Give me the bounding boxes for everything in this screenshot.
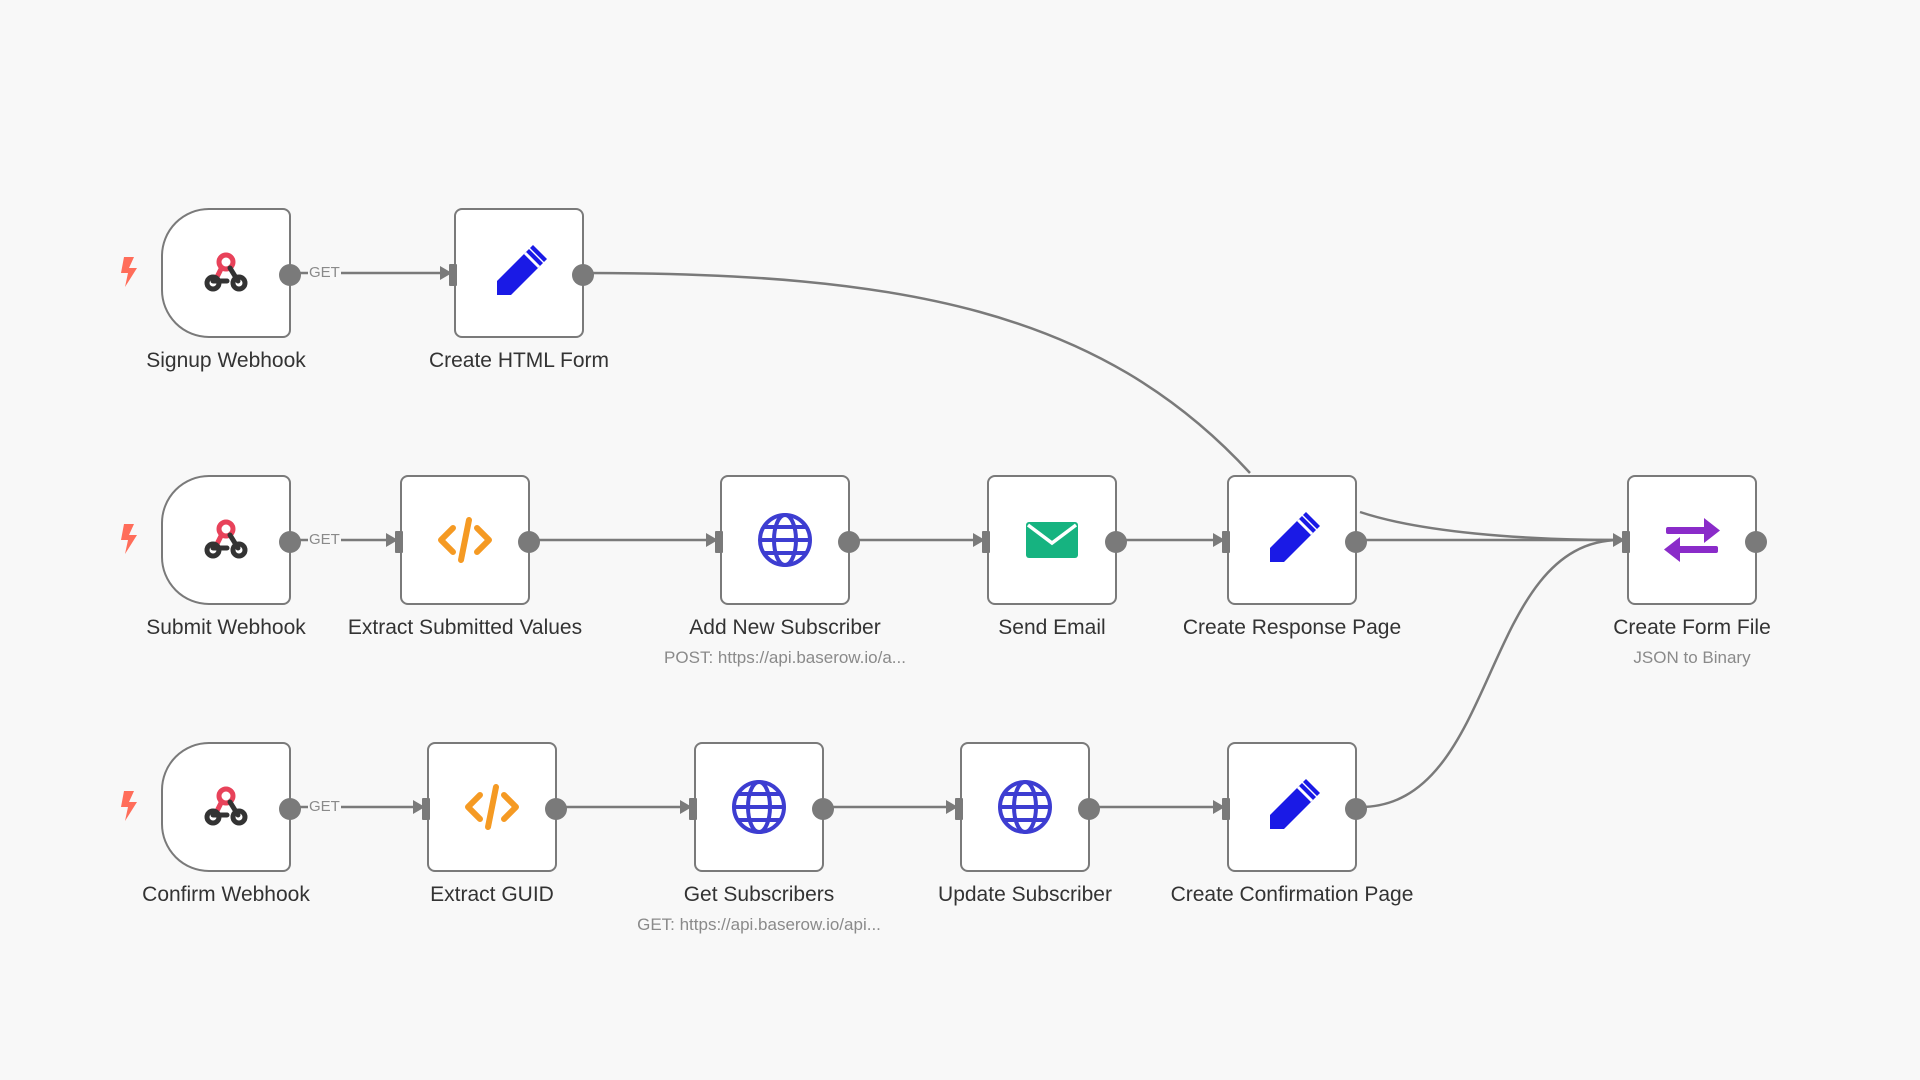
node-update-subscriber[interactable] [955, 742, 1100, 872]
input-port[interactable] [422, 798, 430, 820]
globe-icon [753, 508, 817, 572]
wire-confirmation-page-to-form-file [1359, 538, 1621, 809]
input-port[interactable] [1222, 798, 1230, 820]
pencil-icon [487, 241, 551, 305]
output-port[interactable] [812, 798, 834, 820]
node-label: Create HTML Form [428, 349, 610, 372]
node-label: Signup Webhook [146, 349, 306, 372]
node-label: Confirm Webhook [142, 883, 310, 906]
input-port[interactable] [1222, 531, 1230, 553]
node-label: Extract Submitted Values [347, 616, 583, 639]
node-add-new-subscriber[interactable] [715, 475, 860, 605]
envelope-icon [1020, 508, 1084, 572]
arrowhead [946, 800, 958, 814]
node-extract-guid[interactable] [422, 742, 567, 872]
output-port[interactable] [279, 798, 301, 820]
connection-label-get: GET [308, 531, 341, 548]
arrowhead [413, 800, 425, 814]
node-send-email[interactable] [982, 475, 1127, 605]
output-port[interactable] [518, 531, 540, 553]
input-port[interactable] [1622, 531, 1630, 553]
node-label: Update Subscriber [938, 883, 1112, 906]
node-subtitle: JSON to Binary [1633, 648, 1751, 667]
input-port[interactable] [689, 798, 697, 820]
webhook-icon [194, 508, 258, 572]
output-port[interactable] [1078, 798, 1100, 820]
code-icon [460, 775, 524, 839]
pencil-icon [1260, 775, 1324, 839]
code-icon [433, 508, 497, 572]
output-port[interactable] [279, 531, 301, 553]
node-confirm-webhook[interactable] [161, 742, 301, 872]
output-port[interactable] [572, 264, 594, 286]
output-port[interactable] [838, 531, 860, 553]
node-get-subscribers[interactable] [689, 742, 834, 872]
node-label: Send Email [998, 616, 1106, 639]
node-label: Create Form File [1613, 616, 1771, 639]
trigger-bolt-icon [121, 257, 137, 287]
node-label: Get Subscribers [683, 883, 835, 906]
node-create-form-file[interactable] [1622, 475, 1767, 605]
trigger-bolt-icon [121, 791, 137, 821]
input-port[interactable] [395, 531, 403, 553]
node-create-confirmation-page[interactable] [1222, 742, 1367, 872]
globe-icon [993, 775, 1057, 839]
arrowhead [1213, 800, 1225, 814]
node-label: Submit Webhook [146, 616, 306, 639]
node-subtitle: GET: https://api.baserow.io/api... [637, 915, 881, 934]
wire-response-page-curve [1359, 510, 1621, 542]
arrowhead [680, 800, 692, 814]
node-create-response-page[interactable] [1222, 475, 1367, 605]
arrowhead [973, 533, 985, 547]
output-port[interactable] [279, 264, 301, 286]
wire-html-form-to-form-file [586, 271, 1251, 474]
input-port[interactable] [955, 798, 963, 820]
input-port[interactable] [715, 531, 723, 553]
arrowhead [706, 533, 718, 547]
pencil-icon [1260, 508, 1324, 572]
arrowhead [440, 266, 452, 280]
node-extract-submitted-values[interactable] [395, 475, 540, 605]
node-label: Add New Subscriber [689, 616, 881, 639]
connection-label-get: GET [308, 798, 341, 815]
node-submit-webhook[interactable] [161, 475, 301, 605]
node-label: Create Response Page [1182, 616, 1402, 639]
convert-arrows-icon [1660, 508, 1724, 572]
connection-label-get: GET [308, 264, 341, 281]
trigger-bolt-icon [121, 524, 137, 554]
webhook-icon [194, 775, 258, 839]
node-subtitle: POST: https://api.baserow.io/a... [664, 648, 906, 667]
node-label: Create Confirmation Page [1170, 883, 1414, 906]
output-port[interactable] [1745, 531, 1767, 553]
output-port[interactable] [545, 798, 567, 820]
output-port[interactable] [1345, 531, 1367, 553]
arrowhead [1213, 533, 1225, 547]
input-port[interactable] [982, 531, 990, 553]
output-port[interactable] [1105, 531, 1127, 553]
arrowhead [386, 533, 398, 547]
webhook-icon [194, 241, 258, 305]
output-port[interactable] [1345, 798, 1367, 820]
arrowhead [1613, 533, 1625, 547]
node-create-html-form[interactable] [449, 208, 594, 338]
globe-icon [727, 775, 791, 839]
node-label: Extract GUID [430, 883, 554, 906]
input-port[interactable] [449, 264, 457, 286]
node-signup-webhook[interactable] [161, 208, 301, 338]
